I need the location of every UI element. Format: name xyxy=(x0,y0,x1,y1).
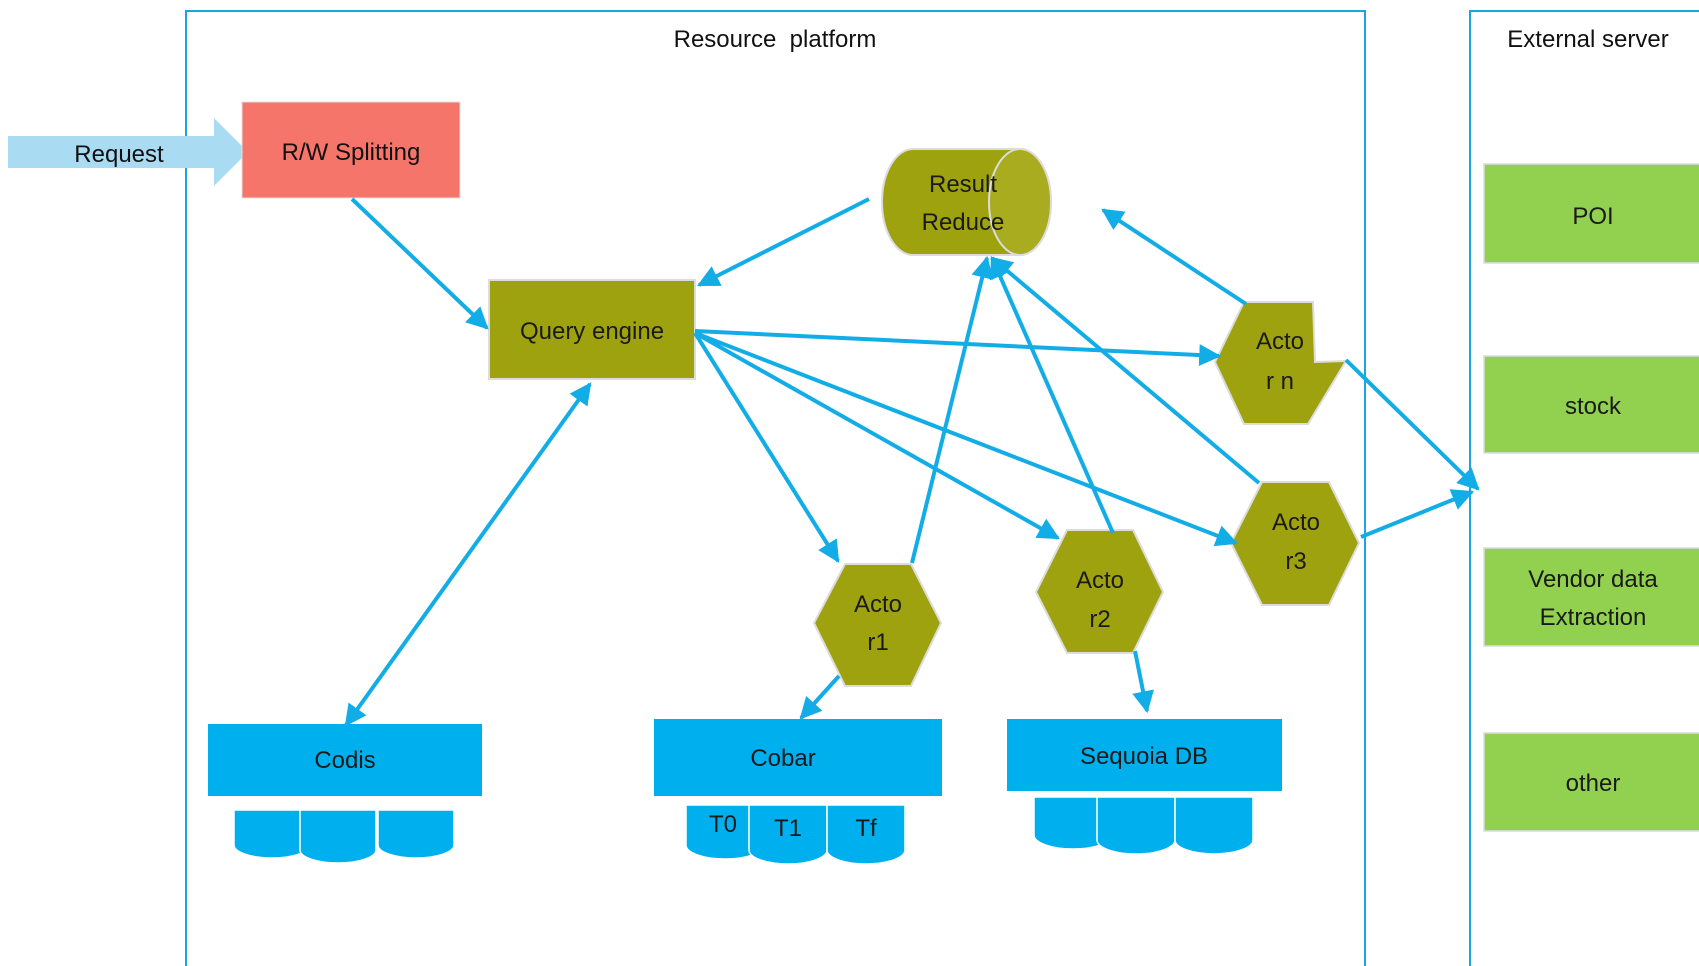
connector-codis-query xyxy=(344,382,592,727)
cobar-box xyxy=(652,717,944,798)
external-service-label-line1: Vendor data xyxy=(1528,566,1658,593)
cobar-disk-t1: T1 xyxy=(774,815,802,842)
connector-actor-rn-to-reduce xyxy=(1101,208,1248,306)
actor-rn: Acto r n xyxy=(1213,301,1348,425)
result-reduce-label-line2: Reduce xyxy=(922,209,1005,236)
connector-actor-r2-to-sequoia xyxy=(1132,650,1154,714)
external-service-label: POI xyxy=(1572,203,1613,230)
codis-disk-stack xyxy=(233,809,455,864)
connectors xyxy=(344,197,1480,727)
connector-actor-r1-to-cobar xyxy=(799,674,841,720)
request-arrow-icon xyxy=(8,118,248,186)
connector-query-to-actor-r1 xyxy=(693,331,840,563)
external-service-box xyxy=(1483,732,1699,832)
actor-r2: Acto r2 xyxy=(1034,529,1165,654)
external-service-other: other xyxy=(1483,732,1699,832)
external-service-box xyxy=(1483,355,1699,454)
connector-actor-rn-to-external xyxy=(1344,358,1480,491)
connector-actor-r3-to-external xyxy=(1360,489,1475,539)
codis-label: Codis xyxy=(314,747,375,774)
codis-database: Codis xyxy=(206,722,484,864)
connector-query-to-actor-r2 xyxy=(694,331,1060,540)
connector-query-to-actor-r3 xyxy=(694,331,1239,547)
actor-r2-label-line2: r2 xyxy=(1089,606,1110,633)
rw-splitting-label: R/W Splitting xyxy=(282,139,421,166)
query-engine-box xyxy=(488,279,696,380)
connector-actor-r1-to-reduce xyxy=(910,255,993,564)
external-service-label: stock xyxy=(1565,393,1622,420)
cobar-label: Cobar xyxy=(750,745,815,772)
result-reduce-label-line1: Result xyxy=(929,171,997,198)
codis-box xyxy=(206,722,484,798)
rw-splitting-box xyxy=(241,101,461,199)
external-service-box xyxy=(1483,163,1699,264)
external-service-poi: POI xyxy=(1483,163,1699,264)
actor-r2-label-line1: Acto xyxy=(1076,567,1124,594)
connector-query-to-actor-rn xyxy=(694,329,1222,367)
external-service-box xyxy=(1483,547,1699,647)
actor-rn-label-line1: Acto xyxy=(1256,328,1304,355)
external-service-label: other xyxy=(1566,770,1621,797)
sequoia-label: Sequoia DB xyxy=(1080,743,1208,770)
result-reduce-cylinder xyxy=(881,148,1052,256)
connector-rw-to-query xyxy=(350,197,489,330)
actor-r1: Acto r1 xyxy=(812,563,943,687)
sequoia-database: Sequoia DB xyxy=(1005,717,1284,855)
cobar-disk-tf: Tf xyxy=(855,815,877,842)
external-service-vendor-data: Vendor data Extraction xyxy=(1483,547,1699,647)
cobar-disk-t0: T0 xyxy=(709,811,737,838)
cobar-disk-stack xyxy=(685,804,906,865)
query-engine-label: Query engine xyxy=(520,318,664,345)
connector-reduce-to-query xyxy=(697,197,870,287)
sequoia-disk-stack xyxy=(1033,796,1254,855)
external-service-label-line2: Extraction xyxy=(1540,604,1647,631)
connector-actor-r2-to-reduce xyxy=(989,255,1115,534)
resource-platform-title: Resource platform xyxy=(674,26,877,53)
actor-r1-label-line2: r1 xyxy=(867,629,888,656)
actor-rn-label-line2: r n xyxy=(1266,368,1294,395)
connector-actor-r3-to-reduce xyxy=(990,256,1261,485)
external-server-title: External server xyxy=(1507,26,1668,53)
sequoia-box xyxy=(1005,717,1284,793)
request-label: Request xyxy=(74,141,164,168)
actor-r3-label-line1: Acto xyxy=(1272,509,1320,536)
external-service-stock: stock xyxy=(1483,355,1699,454)
actor-r1-label-line1: Acto xyxy=(854,591,902,618)
actor-r3-label-line2: r3 xyxy=(1285,548,1306,575)
cobar-database: Cobar T0 T1 Tf xyxy=(652,717,944,865)
